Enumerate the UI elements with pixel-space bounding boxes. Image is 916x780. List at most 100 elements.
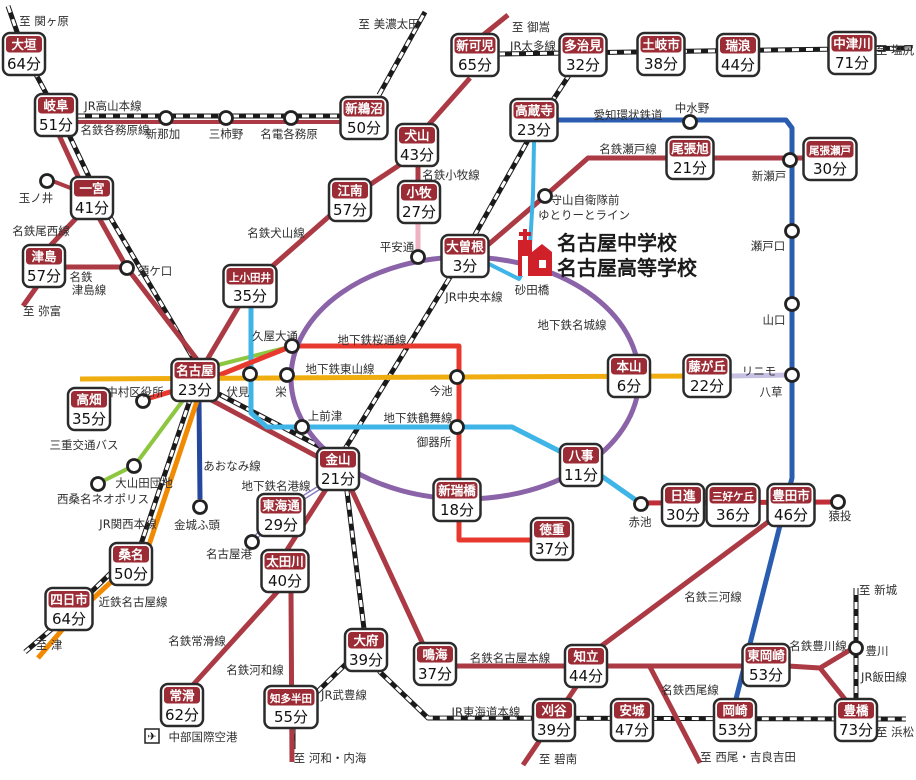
map-label: 至 碧南	[539, 752, 577, 766]
map-label: 至 塩尻	[876, 43, 915, 57]
stop-大山田団地: 大山田団地	[115, 458, 173, 490]
station-name: 中津川	[833, 36, 871, 51]
stop-label: 御器所	[417, 435, 452, 449]
stop-label: 今池	[430, 384, 453, 398]
line-meitetsu-bisai-s	[20, 283, 41, 308]
station-name-plate	[320, 451, 356, 468]
station-name: 新鵜沼	[345, 101, 383, 116]
map-label: JR高山本線	[83, 99, 142, 113]
station-time: 51分	[39, 116, 73, 134]
school-name-line2: 名古屋高等学校	[557, 256, 698, 280]
station-name: 金山	[324, 452, 350, 467]
stop-伏見: 伏見	[227, 366, 258, 399]
station-name-plate	[806, 141, 854, 158]
stop-栄: 栄	[275, 367, 295, 399]
station-name: 大曽根	[446, 239, 484, 254]
station-name-plate	[38, 97, 74, 114]
station-name: 東岡崎	[747, 648, 785, 663]
line-jr-kansai	[23, 396, 194, 654]
station-name: 太田川	[266, 554, 304, 569]
stop-西桑名ネオポリス: 西桑名ネオポリス	[57, 476, 149, 506]
station-name-plate	[563, 447, 599, 464]
station-name-plate	[26, 248, 62, 265]
map-label: 至 美濃太田	[358, 17, 419, 31]
station-time: 40分	[268, 572, 302, 590]
stop-名電各務原: 名電各務原	[260, 110, 318, 141]
station-name: 豊橋	[843, 703, 869, 718]
station-time: 47分	[615, 721, 649, 739]
station-time: 3分	[453, 257, 478, 275]
station-name: 多治見	[564, 38, 602, 53]
station-time: 18分	[440, 501, 474, 519]
line-jr-takayama-mino	[376, 10, 428, 97]
station-name: 東海通	[262, 498, 300, 513]
map-label: 砂田橋	[515, 283, 550, 297]
station-name: 刈谷	[541, 703, 567, 718]
station-name-plate	[401, 184, 437, 201]
station-name: 上小田井	[229, 271, 271, 284]
line-meitetsu-inuyama	[204, 155, 412, 362]
station-name-plate	[770, 487, 812, 504]
station-name-plate	[720, 37, 756, 54]
station-time: 44分	[721, 56, 755, 74]
station-time: 30分	[813, 160, 847, 178]
station-badge-中津川: 中津川 71分	[827, 30, 877, 76]
map-label: 名鉄尾西線	[12, 224, 70, 238]
station-name-plate	[745, 647, 787, 664]
stop-瀬戸口: 瀬戸口	[751, 223, 800, 253]
stop-label: 須ケ口	[138, 264, 173, 278]
station-time: 22分	[690, 377, 724, 395]
stop-金城ふ頭: 金城ふ頭	[174, 499, 220, 532]
stop-marker	[135, 393, 151, 409]
stop-marker	[126, 458, 142, 474]
station-name: 三好ケ丘	[712, 490, 754, 503]
stop-label: 中村区役所	[106, 385, 164, 399]
station-time: 53分	[718, 721, 752, 739]
station-badge-尾張瀬戸: 尾張瀬戸 30分	[802, 136, 858, 182]
map-label: 名鉄常滑線	[168, 634, 226, 648]
map-label: 名鉄西尾線	[661, 683, 719, 697]
station-name-plate	[260, 497, 302, 514]
station-time: 37分	[535, 540, 569, 558]
stop-marker	[244, 534, 260, 550]
station-name: 岐阜	[43, 98, 69, 113]
station-time: 11分	[564, 466, 598, 484]
station-time: 36分	[716, 506, 750, 524]
stop-中村区役所: 中村区役所	[106, 385, 164, 409]
station-time: 38分	[644, 55, 678, 73]
line-meitetsu-nishio	[647, 665, 703, 765]
stop-label: 栄	[275, 385, 287, 399]
map-label: 中部国際空港	[169, 730, 238, 744]
station-name: 日進	[670, 488, 696, 503]
line-meitetsu-toyokawa	[818, 647, 852, 671]
station-time: 71分	[835, 54, 869, 72]
station-name: 本山	[616, 359, 641, 374]
map-label: 至 浜松	[876, 725, 914, 739]
stop-marker	[782, 152, 798, 168]
stop-marker	[242, 366, 258, 382]
station-time: 57分	[27, 267, 61, 285]
station-name-plate	[174, 362, 216, 379]
station-name-plate	[454, 37, 496, 54]
station-name-plate	[717, 702, 753, 719]
stop-marker	[848, 640, 864, 656]
station-name: 津島	[31, 249, 57, 264]
station-name-plate	[71, 391, 107, 408]
map-label: JR東海道本線	[451, 705, 521, 719]
station-name: 尾張瀬戸	[809, 144, 851, 157]
station-name-plate	[264, 553, 306, 570]
station-time: 44分	[569, 667, 603, 685]
station-name: 新瑞橋	[438, 483, 476, 498]
